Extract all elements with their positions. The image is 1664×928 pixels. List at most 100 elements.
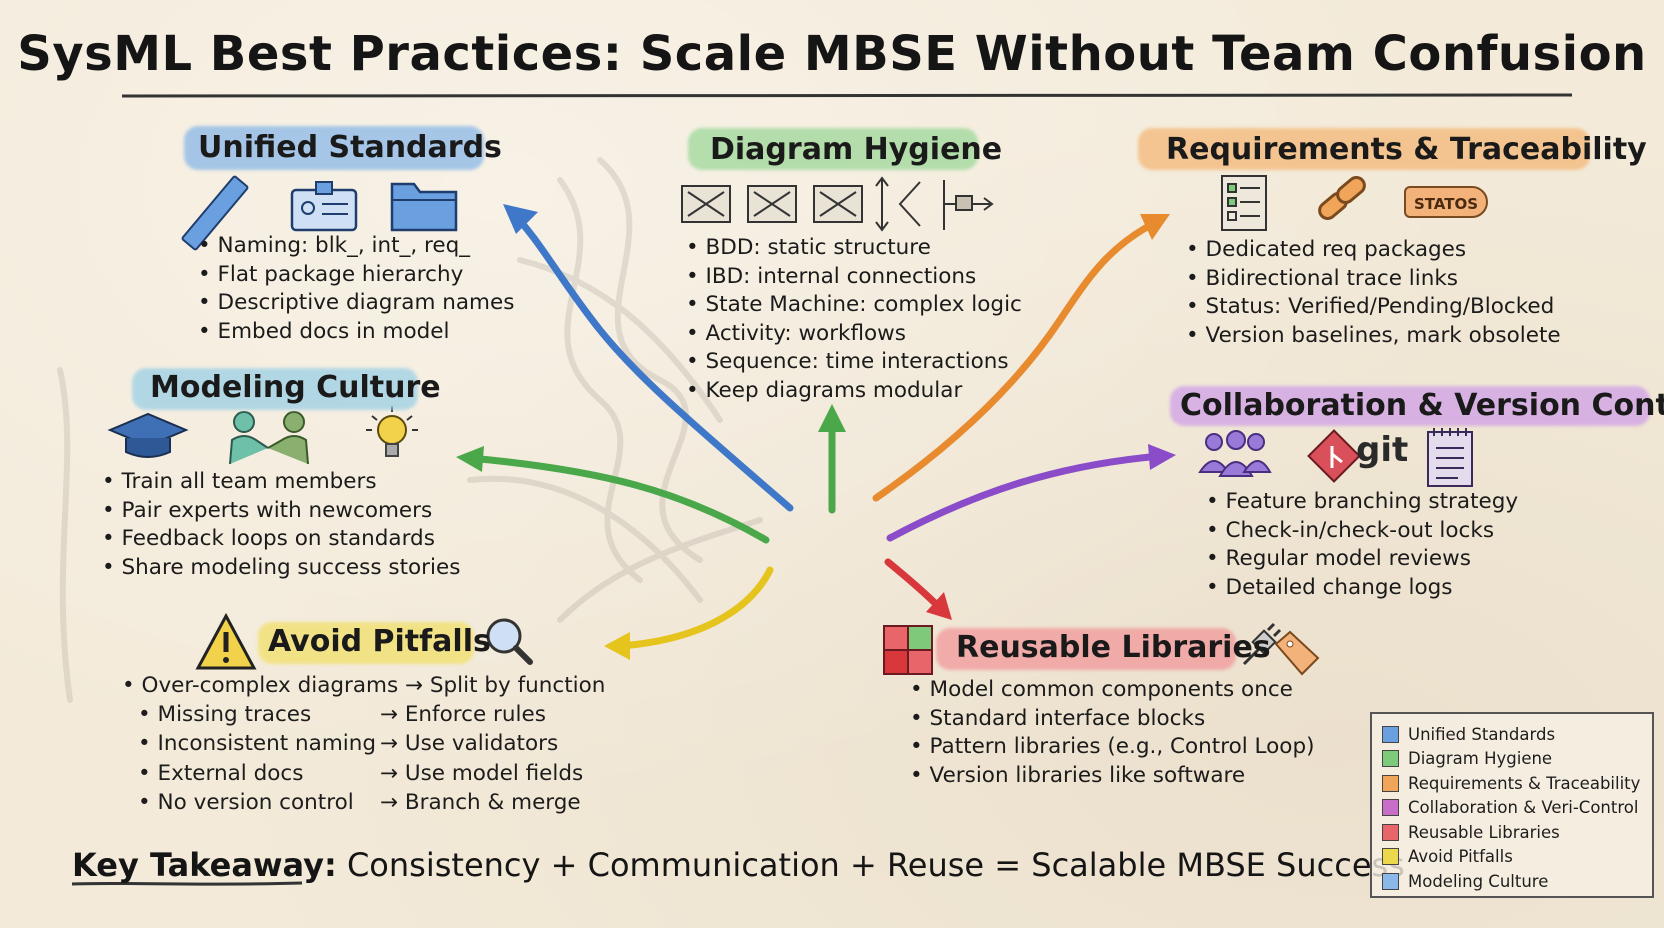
legend-swatch xyxy=(1382,799,1399,817)
collab-bullet: Detailed change logs xyxy=(1206,574,1518,603)
lightbulb-icon xyxy=(366,406,418,457)
changelog-icon xyxy=(1427,428,1473,487)
pitfalls-title: Avoid Pitfalls xyxy=(268,624,491,659)
libraries-list: Model common components once Standard in… xyxy=(910,676,1315,790)
legend-item: Diagram Hygiene xyxy=(1382,747,1642,772)
culture-highlight xyxy=(132,368,418,410)
culture-bullet: Pair experts with newcomers xyxy=(102,497,460,526)
legend-label: Diagram Hygiene xyxy=(1408,749,1553,769)
legend-swatch xyxy=(1382,848,1399,866)
pitfall-problem: Missing traces xyxy=(157,702,312,728)
libraries-bullet: Pattern libraries (e.g., Control Loop) xyxy=(910,733,1315,762)
culture-bullet: Share modeling success stories xyxy=(102,554,461,583)
plug-icon xyxy=(1242,622,1282,666)
collab-list: Feature branching strategy Check-in/chec… xyxy=(1206,488,1519,603)
legend-swatch xyxy=(1382,774,1399,792)
requirements-title: Requirements & Traceability xyxy=(1166,132,1647,167)
legend-item: Requirements & Traceability xyxy=(1382,771,1642,796)
git-label: git xyxy=(1356,430,1409,470)
requirements-bullet: Status: Verified/Pending/Blocked xyxy=(1186,293,1561,322)
page-title: SysML Best Practices: Scale MBSE Without… xyxy=(17,26,1647,82)
legend-item: Modeling Culture xyxy=(1382,869,1642,894)
id-card-icon xyxy=(290,181,358,232)
takeaway-underline xyxy=(71,881,303,886)
team-icon xyxy=(1198,430,1272,477)
unified-bullet: Flat package hierarchy xyxy=(198,261,514,290)
libraries-highlight xyxy=(936,628,1236,670)
culture-bullet: Feedback loops on standards xyxy=(102,525,460,554)
arrow-requirements xyxy=(872,214,1170,502)
legend-label: Unified Standards xyxy=(1408,724,1556,744)
bdd-diagram-icon xyxy=(681,185,863,223)
libraries-bullet: Version libraries like software xyxy=(910,762,1315,791)
arrow-culture xyxy=(456,446,770,544)
pitfall-row: • Over-complex diagrams → Split by funct… xyxy=(122,673,606,698)
legend-swatch xyxy=(1382,725,1399,743)
pitfall-problem: External docs xyxy=(157,760,304,786)
arrow-libraries xyxy=(884,558,952,620)
libraries-bullet: Model common components once xyxy=(910,676,1315,705)
hygiene-bullet: Keep diagrams modular xyxy=(686,377,1022,406)
hygiene-bullet: BDD: static structure xyxy=(686,234,1022,263)
pitfall-problem: Over-complex diagrams xyxy=(141,673,399,698)
legend-swatch xyxy=(1382,872,1399,890)
sequence-diagram-icon xyxy=(875,176,994,232)
unified-title: Unified Standards xyxy=(198,130,502,165)
legend-item: Unified Standards xyxy=(1382,722,1642,747)
culture-bullet: Train all team members xyxy=(102,468,460,497)
arrow-unified xyxy=(503,204,794,512)
pitfall-fix: → Use model fields xyxy=(380,760,584,786)
legend-label: Requirements & Traceability xyxy=(1408,773,1641,793)
folder-icon xyxy=(390,182,458,232)
legend-label: Modeling Culture xyxy=(1408,871,1549,891)
legend-item: Reusable Libraries xyxy=(1382,820,1642,845)
pitfall-row: • Missing traces→ Enforce rules xyxy=(122,700,605,729)
legend-item: Avoid Pitfalls xyxy=(1382,845,1642,870)
libraries-bullet: Standard interface blocks xyxy=(910,705,1315,734)
pitfall-row: • Inconsistent naming→ Use validators xyxy=(122,729,605,758)
pitfall-fix: → Split by function xyxy=(405,673,606,698)
legend-swatch xyxy=(1382,750,1399,768)
arrow-pitfalls xyxy=(604,566,774,660)
requirements-highlight xyxy=(1138,128,1590,170)
collab-highlight xyxy=(1170,386,1650,426)
requirements-bullet: Bidirectional trace links xyxy=(1186,265,1561,294)
requirements-bullet: Dedicated req packages xyxy=(1186,236,1561,265)
takeaway-text: Consistency + Communication + Reuse = Sc… xyxy=(346,846,1405,884)
unified-bullet: Descriptive diagram names xyxy=(198,289,515,318)
collab-bullet: Feature branching strategy xyxy=(1206,488,1519,517)
handshake-icon xyxy=(229,411,309,465)
arrow-hygiene xyxy=(818,404,846,514)
hygiene-bullet: Activity: workflows xyxy=(686,320,1022,349)
legend-label: Avoid Pitfalls xyxy=(1408,847,1513,867)
title-underline xyxy=(121,93,1573,98)
legend-label: Reusable Libraries xyxy=(1408,822,1560,842)
hygiene-list: BDD: static structure IBD: internal conn… xyxy=(686,234,1022,406)
graduation-cap-icon xyxy=(107,412,189,458)
checklist-icon xyxy=(1221,175,1267,231)
hygiene-title: Diagram Hygiene xyxy=(710,132,1003,167)
legend-label: Collaboration & Veri-Control xyxy=(1408,798,1639,818)
pitfall-problem: No version control xyxy=(157,789,354,815)
pitfalls-list: • Over-complex diagrams → Split by funct… xyxy=(122,671,605,817)
requirements-bullet: Version baselines, mark obsolete xyxy=(1186,322,1561,351)
status-tag: STATOS xyxy=(1404,186,1488,218)
pitfall-fix: → Branch & merge xyxy=(380,789,581,815)
takeaway-label: Key Takeaway: xyxy=(72,846,337,884)
collab-title: Collaboration & Version Control xyxy=(1180,388,1664,423)
hygiene-highlight xyxy=(688,128,978,170)
pitfall-fix: → Use validators xyxy=(380,731,559,757)
hygiene-bullet: State Machine: complex logic xyxy=(686,291,1022,320)
libraries-title: Reusable Libraries xyxy=(956,630,1271,665)
unified-bullet: Embed docs in model xyxy=(198,318,514,347)
key-takeaway: Key Takeaway: Consistency + Communicatio… xyxy=(72,846,1405,884)
pitfall-row: • No version control→ Branch & merge xyxy=(122,788,605,817)
price-tag-icon xyxy=(1274,630,1320,676)
collab-bullet: Check-in/check-out locks xyxy=(1206,517,1518,546)
arrow-collab xyxy=(886,444,1176,542)
unified-highlight xyxy=(184,126,484,170)
legend-swatch xyxy=(1382,823,1399,841)
hygiene-bullet: IBD: internal connections xyxy=(686,263,1022,292)
